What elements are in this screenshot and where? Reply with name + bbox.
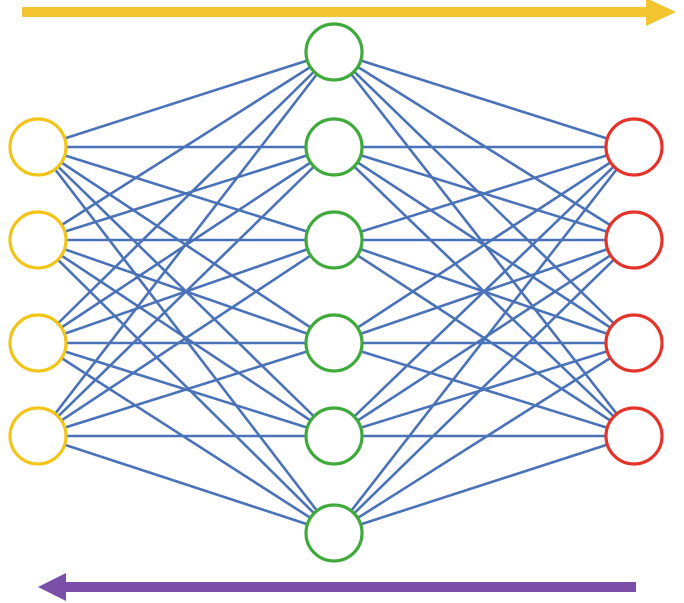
connection-input-layer-3-to-hidden-layer-6	[36, 341, 336, 535]
backward-pass-arrow	[38, 573, 636, 601]
output-node-2	[604, 210, 664, 270]
connection-hidden-layer-5-to-output-layer-3	[332, 341, 636, 438]
connection-hidden-layer-1-to-output-layer-1	[332, 50, 636, 149]
backward-pass-arrow-shaft	[64, 582, 636, 592]
input-node-2	[8, 210, 68, 270]
connections-group	[36, 50, 636, 535]
connection-input-layer-2-to-hidden-layer-1	[36, 50, 336, 242]
hidden-node-2	[304, 117, 364, 177]
hidden-node-6	[304, 503, 364, 563]
hidden-node-5	[304, 406, 364, 466]
backward-pass-arrow-head	[38, 573, 66, 601]
nodes-group	[8, 22, 664, 563]
output-node-4	[604, 406, 664, 466]
hidden-node-3	[304, 210, 364, 270]
connection-hidden-layer-6-to-output-layer-2	[332, 238, 636, 535]
arrows-group	[22, 0, 676, 601]
connection-hidden-layer-5-to-output-layer-1	[332, 145, 636, 438]
connection-input-layer-2-to-hidden-layer-2	[36, 145, 336, 242]
forward-pass-arrow-head	[646, 0, 676, 26]
input-node-1	[8, 117, 68, 177]
output-node-3	[604, 313, 664, 373]
connection-input-layer-3-to-hidden-layer-1	[36, 50, 336, 345]
hidden-node-1	[304, 22, 364, 82]
connection-hidden-layer-3-to-output-layer-1	[332, 145, 636, 242]
connection-hidden-layer-6-to-output-layer-3	[332, 341, 636, 535]
connection-input-layer-2-to-hidden-layer-6	[36, 238, 336, 535]
connection-input-layer-1-to-hidden-layer-1	[36, 50, 336, 149]
connection-hidden-layer-4-to-output-layer-1	[332, 145, 636, 345]
connection-input-layer-4-to-hidden-layer-3	[36, 238, 336, 438]
connection-hidden-layer-6-to-output-layer-4	[332, 434, 636, 535]
connection-input-layer-4-to-hidden-layer-2	[36, 145, 336, 438]
forward-pass-arrow-shaft	[22, 7, 648, 17]
connection-input-layer-1-to-hidden-layer-6	[36, 145, 336, 535]
input-node-3	[8, 313, 68, 373]
input-node-4	[8, 406, 68, 466]
hidden-node-4	[304, 313, 364, 373]
connection-hidden-layer-6-to-output-layer-1	[332, 145, 636, 535]
connection-hidden-layer-1-to-output-layer-3	[332, 50, 636, 345]
connection-input-layer-4-to-hidden-layer-6	[36, 434, 336, 535]
forward-pass-arrow	[22, 0, 676, 26]
connection-input-layer-4-to-hidden-layer-4	[36, 341, 336, 438]
connection-input-layer-4-to-hidden-layer-1	[36, 50, 336, 438]
output-node-1	[604, 117, 664, 177]
